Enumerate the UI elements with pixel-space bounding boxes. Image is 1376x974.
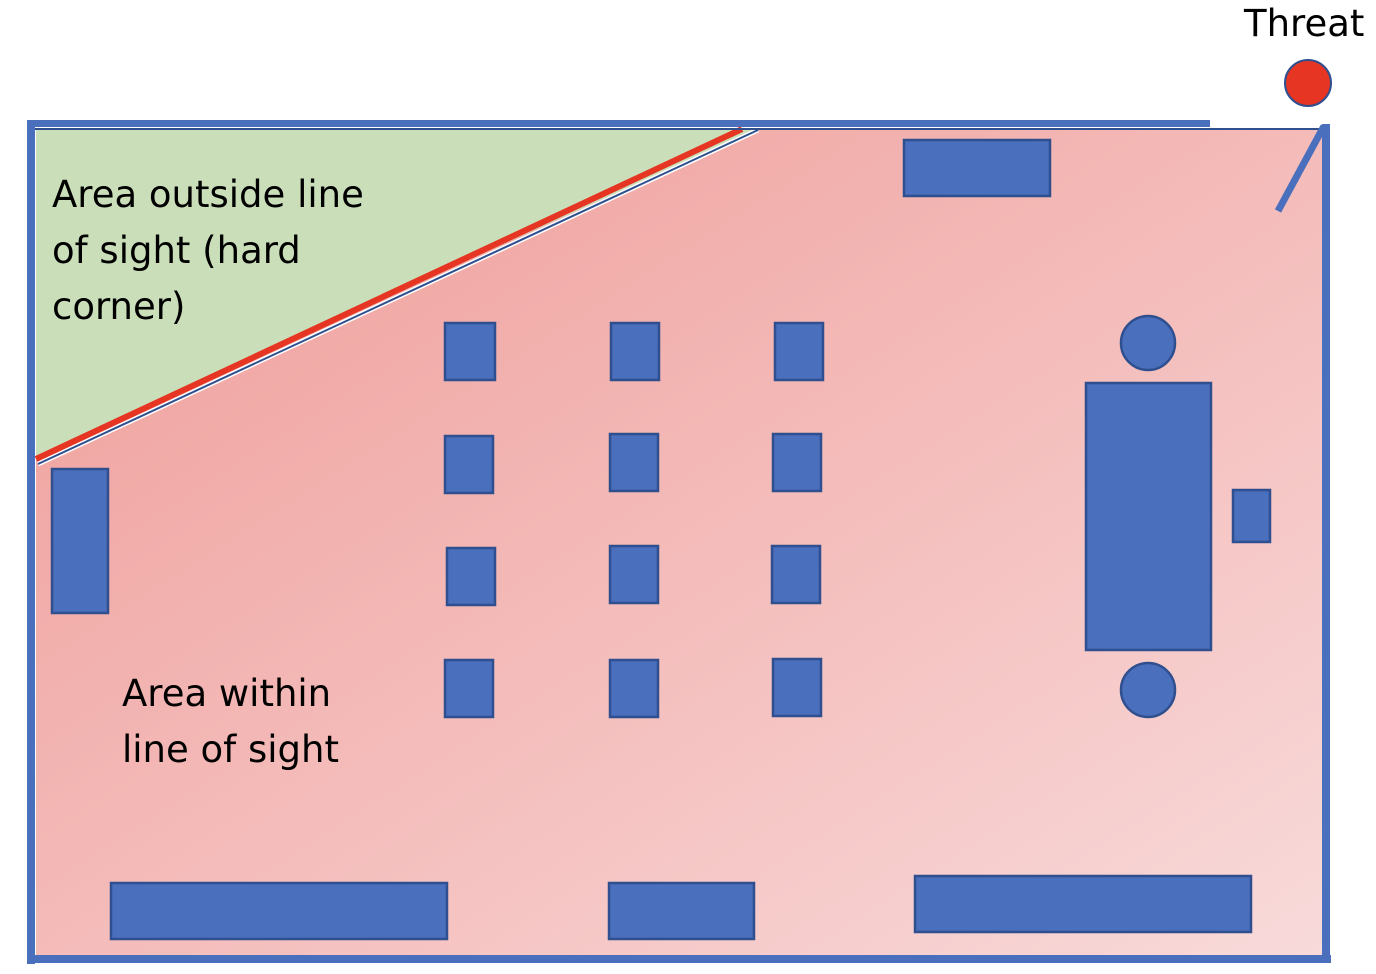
chair-bottom: [1119, 661, 1177, 719]
desk-2-1: [443, 434, 495, 495]
bench-bottom-right: [913, 874, 1253, 934]
desk-1-1: [443, 321, 497, 382]
door: [1274, 124, 1328, 213]
conference-table: [1084, 381, 1213, 652]
chair-top: [1119, 314, 1177, 372]
cabinet-top: [902, 138, 1052, 198]
top-wall: [27, 120, 1210, 127]
within-area-label-2: line of sight: [122, 728, 339, 771]
threat-label: Threat: [1244, 2, 1365, 45]
desk-1-2: [609, 321, 661, 382]
desk-1-3: [773, 321, 825, 382]
outside-area-label-2: of sight (hard: [52, 229, 301, 272]
bottom-wall: [27, 955, 1331, 963]
sight-boundary-inner: [37, 129, 759, 465]
walls: [27, 120, 1331, 964]
bench-bottom-middle: [607, 881, 756, 941]
desk-3-3: [770, 544, 822, 605]
right-wall: [1322, 124, 1330, 963]
left-wall: [27, 120, 35, 964]
sight-line-red: [34, 126, 744, 462]
within-area-label-1: Area within: [122, 672, 332, 715]
cabinet-left: [50, 467, 110, 615]
desk-4-3: [771, 657, 823, 718]
threat-marker: [1284, 59, 1332, 107]
side-table: [1231, 488, 1272, 544]
desk-3-2: [608, 544, 660, 605]
desk-2-2: [608, 432, 660, 493]
desk-2-3: [771, 432, 823, 493]
outside-area-label-1: Area outside line: [52, 173, 364, 216]
desk-4-2: [608, 658, 660, 719]
bench-bottom-left: [109, 881, 449, 941]
desk-4-1: [443, 658, 495, 719]
desk-3-1: [445, 546, 497, 607]
outside-area-label-3: corner): [52, 285, 186, 328]
